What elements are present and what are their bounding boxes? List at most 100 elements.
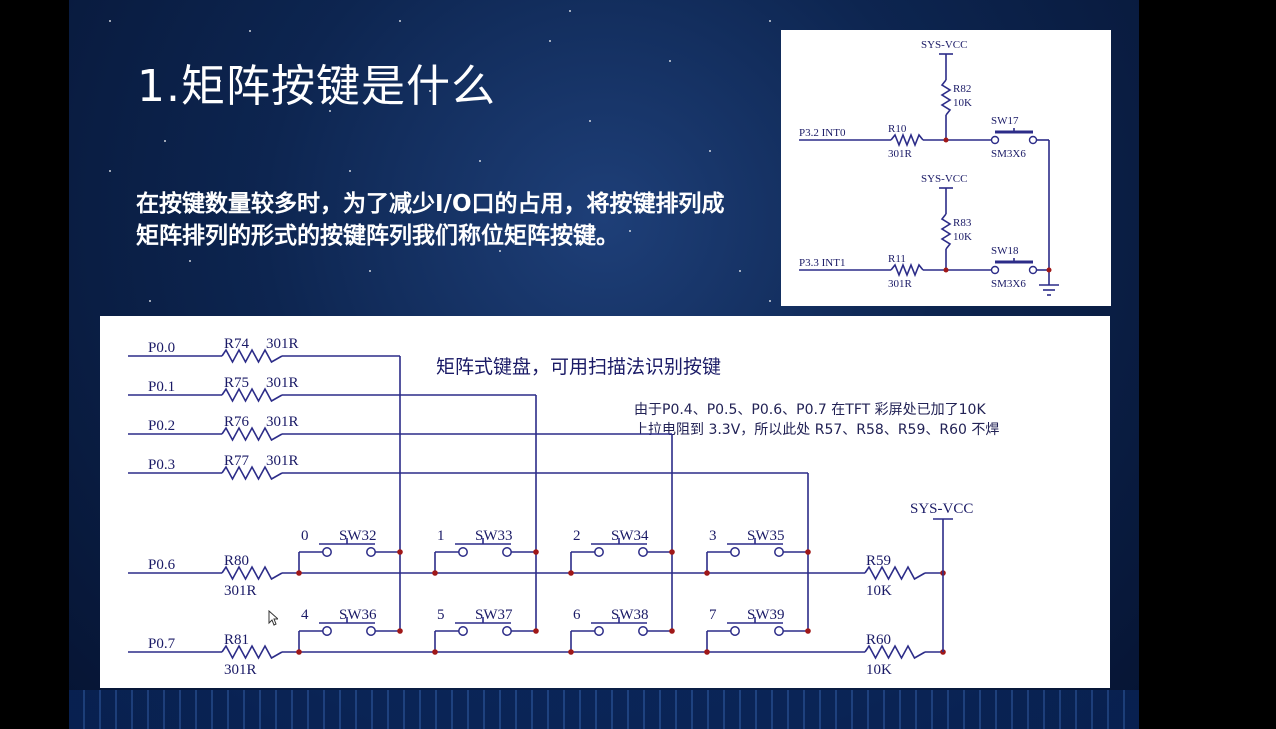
matrix-vcc-label: SYS-VCC bbox=[910, 501, 973, 517]
switch-contact bbox=[322, 547, 332, 557]
row-lines: P0.6 R80 301R R59 10K P0.7 R81 301R R60 10K bbox=[128, 553, 946, 678]
junction-dot bbox=[704, 570, 710, 576]
junction-dot bbox=[669, 549, 675, 555]
vcc-label-1: SYS-VCC bbox=[921, 39, 967, 51]
junction-dot bbox=[533, 549, 539, 555]
column-resistor bbox=[221, 465, 283, 481]
junction-dot bbox=[805, 628, 811, 634]
key-number: 0 bbox=[301, 528, 309, 544]
switch-contact bbox=[730, 547, 740, 557]
junction-dot bbox=[568, 649, 574, 655]
switch-label-2: SW18 bbox=[991, 245, 1019, 257]
switch-type-2: SM3X6 bbox=[991, 278, 1026, 290]
series-value-1: 301R bbox=[888, 148, 913, 160]
switch-label-1: SW17 bbox=[991, 115, 1019, 127]
pullup-label-2: R83 bbox=[953, 217, 972, 229]
switch-type-1: SM3X6 bbox=[991, 148, 1026, 160]
key-number: 4 bbox=[301, 607, 309, 623]
switch-contact bbox=[366, 626, 376, 636]
switch-contact bbox=[774, 626, 784, 636]
column-pin-label: P0.1 bbox=[148, 379, 175, 395]
column-pin-label: P0.3 bbox=[148, 457, 175, 473]
pullup-value-1: 10K bbox=[953, 97, 972, 109]
column-resistor-label: R74 bbox=[224, 336, 250, 352]
row-pin-label: P0.6 bbox=[148, 557, 176, 573]
series-label-2: R11 bbox=[888, 253, 906, 265]
column-resistor-label: R75 bbox=[224, 375, 249, 391]
slide-description: 在按键数量较多时，为了减少I/O口的占用，将按键排列成矩阵排列的形式的按键阵列我… bbox=[136, 191, 725, 249]
column-resistor-value: 301R bbox=[266, 453, 299, 469]
junction-dot bbox=[568, 570, 574, 576]
pullup-resistor-value: 10K bbox=[866, 662, 892, 678]
switch-contact bbox=[594, 626, 604, 636]
mouse-cursor-icon bbox=[268, 610, 278, 626]
key-number: 5 bbox=[437, 607, 445, 623]
junction-dot bbox=[397, 549, 403, 555]
pullup-resistor-label: R59 bbox=[866, 553, 891, 569]
switch-contact bbox=[638, 626, 648, 636]
row-resistor bbox=[221, 565, 283, 581]
key-number: 7 bbox=[709, 607, 717, 623]
junction-dot bbox=[432, 649, 438, 655]
key-number: 2 bbox=[573, 528, 581, 544]
junction-dot bbox=[805, 549, 811, 555]
matrix-heading: 矩阵式键盘，可用扫描法识别按键 bbox=[436, 356, 721, 378]
switch-contact bbox=[322, 626, 332, 636]
column-pin-label: P0.2 bbox=[148, 418, 175, 434]
interrupt-key-schematic: SYS-VCC R82 10K P3.2 INT0 R10 301R SW17 … bbox=[781, 30, 1111, 306]
switch-contact bbox=[366, 547, 376, 557]
pin-label-1: P3.2 INT0 bbox=[799, 127, 846, 139]
vcc-rail bbox=[933, 518, 953, 652]
key-switch-label: SW38 bbox=[611, 607, 649, 623]
switch-contact bbox=[502, 547, 512, 557]
row-resistor-value: 301R bbox=[224, 662, 257, 678]
junction-dot bbox=[296, 649, 302, 655]
junction-dot bbox=[669, 628, 675, 634]
junction-dot bbox=[432, 570, 438, 576]
key-switch-label: SW39 bbox=[747, 607, 785, 623]
series-label-1: R10 bbox=[888, 123, 907, 135]
row-resistor-label: R80 bbox=[224, 553, 249, 569]
pin-label-2: P3.3 INT1 bbox=[799, 257, 845, 269]
key-switch-label: SW36 bbox=[339, 607, 377, 623]
column-resistor-label: R76 bbox=[224, 414, 250, 430]
column-resistor-value: 301R bbox=[266, 375, 299, 391]
pullup-resistor-value: 10K bbox=[866, 583, 892, 599]
column-resistor bbox=[221, 387, 283, 403]
ground-icon bbox=[1039, 284, 1059, 296]
junction-dot bbox=[704, 649, 710, 655]
key-switch-label: SW33 bbox=[475, 528, 513, 544]
bottom-decoration bbox=[69, 690, 1139, 729]
pullup-label-1: R82 bbox=[953, 83, 971, 95]
pullup-resistor bbox=[864, 565, 926, 581]
row-pin-label: P0.7 bbox=[148, 636, 176, 652]
switch-contact bbox=[502, 626, 512, 636]
row-resistor-value: 301R bbox=[224, 583, 257, 599]
switch-contact bbox=[730, 626, 740, 636]
key-number: 1 bbox=[437, 528, 445, 544]
key-number: 6 bbox=[573, 607, 581, 623]
row-resistor-label: R81 bbox=[224, 632, 249, 648]
matrix-note-line-2: 上拉电阻到 3.3V，所以此处 R57、R58、R59、R60 不焊 bbox=[634, 422, 999, 438]
switch-contact bbox=[458, 626, 468, 636]
slide: 1.矩阵按键是什么 在按键数量较多时，为了减少I/O口的占用，将按键排列成矩阵排… bbox=[69, 0, 1139, 729]
switch-contact bbox=[458, 547, 468, 557]
key-switch-label: SW32 bbox=[339, 528, 377, 544]
key-number: 3 bbox=[709, 528, 717, 544]
pullup-resistor bbox=[864, 644, 926, 660]
switch-contact bbox=[774, 547, 784, 557]
matrix-key-schematic: 矩阵式键盘，可用扫描法识别按键 由于P0.4、P0.5、P0.6、P0.7 在T… bbox=[100, 316, 1110, 688]
switch-contact bbox=[594, 547, 604, 557]
pullup-resistor-label: R60 bbox=[866, 632, 891, 648]
junction-dot bbox=[533, 628, 539, 634]
row-resistor bbox=[221, 644, 283, 660]
junction-dot bbox=[397, 628, 403, 634]
column-resistor-label: R77 bbox=[224, 453, 250, 469]
series-value-2: 301R bbox=[888, 278, 913, 290]
column-resistor-value: 301R bbox=[266, 414, 299, 430]
junction-dot bbox=[296, 570, 302, 576]
key-switch-label: SW34 bbox=[611, 528, 649, 544]
key-switch-label: SW35 bbox=[747, 528, 785, 544]
